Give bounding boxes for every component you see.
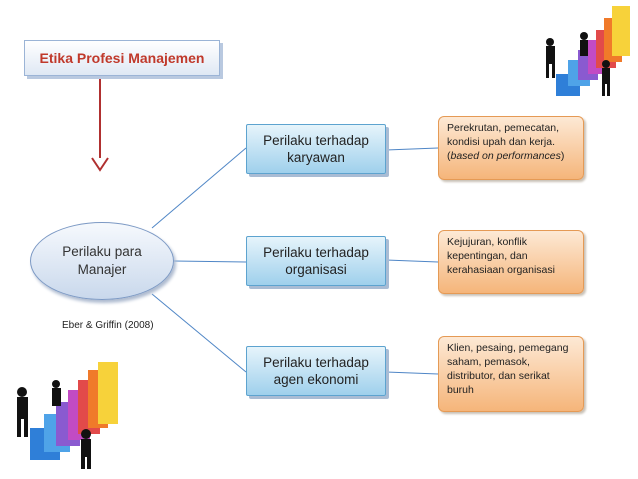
business-stairs-illustration-bottom-left [17,362,118,469]
detail-box-organisasi: Kejujuran, konflik kepentingan, dan kera… [438,230,584,294]
connector-detail-2 [385,259,439,263]
center-node: Perilaku para Manajer [30,222,174,300]
title-arrow-head [91,157,109,172]
detail-box-karyawan: Perekrutan, pemecatan, kondisi upah dan … [438,116,584,180]
title-text: Etika Profesi Manajemen [39,50,205,66]
citation: Eber & Griffin (2008) [62,320,154,331]
connector-agen [151,293,247,373]
branch-label: Perilaku terhadap agen ekonomi [263,355,369,387]
center-node-label: Perilaku para Manajer [62,244,142,277]
title-box: Etika Profesi Manajemen [24,40,220,76]
branch-box-karyawan: Perilaku terhadap karyawan [246,124,386,174]
business-stairs-illustration-top-right [546,6,630,96]
connector-karyawan [151,147,247,229]
detail-text: Klien, pesaing, pemegang saham, pemasok,… [447,342,569,396]
detail-text: Kejujuran, konflik kepentingan, dan kera… [447,236,555,276]
branch-box-agen-ekonomi: Perilaku terhadap agen ekonomi [246,346,386,396]
detail-italic: based on performances [450,150,561,162]
branch-label: Perilaku terhadap karyawan [263,133,369,165]
branch-box-organisasi: Perilaku terhadap organisasi [246,236,386,286]
connector-organisasi [173,260,247,263]
detail-text: Perekrutan, pemecatan, kondisi upah dan … [447,122,565,162]
branch-label: Perilaku terhadap organisasi [263,245,369,277]
connector-detail-3 [385,371,439,375]
connector-detail-1 [385,147,439,151]
detail-box-agen-ekonomi: Klien, pesaing, pemegang saham, pemasok,… [438,336,584,412]
